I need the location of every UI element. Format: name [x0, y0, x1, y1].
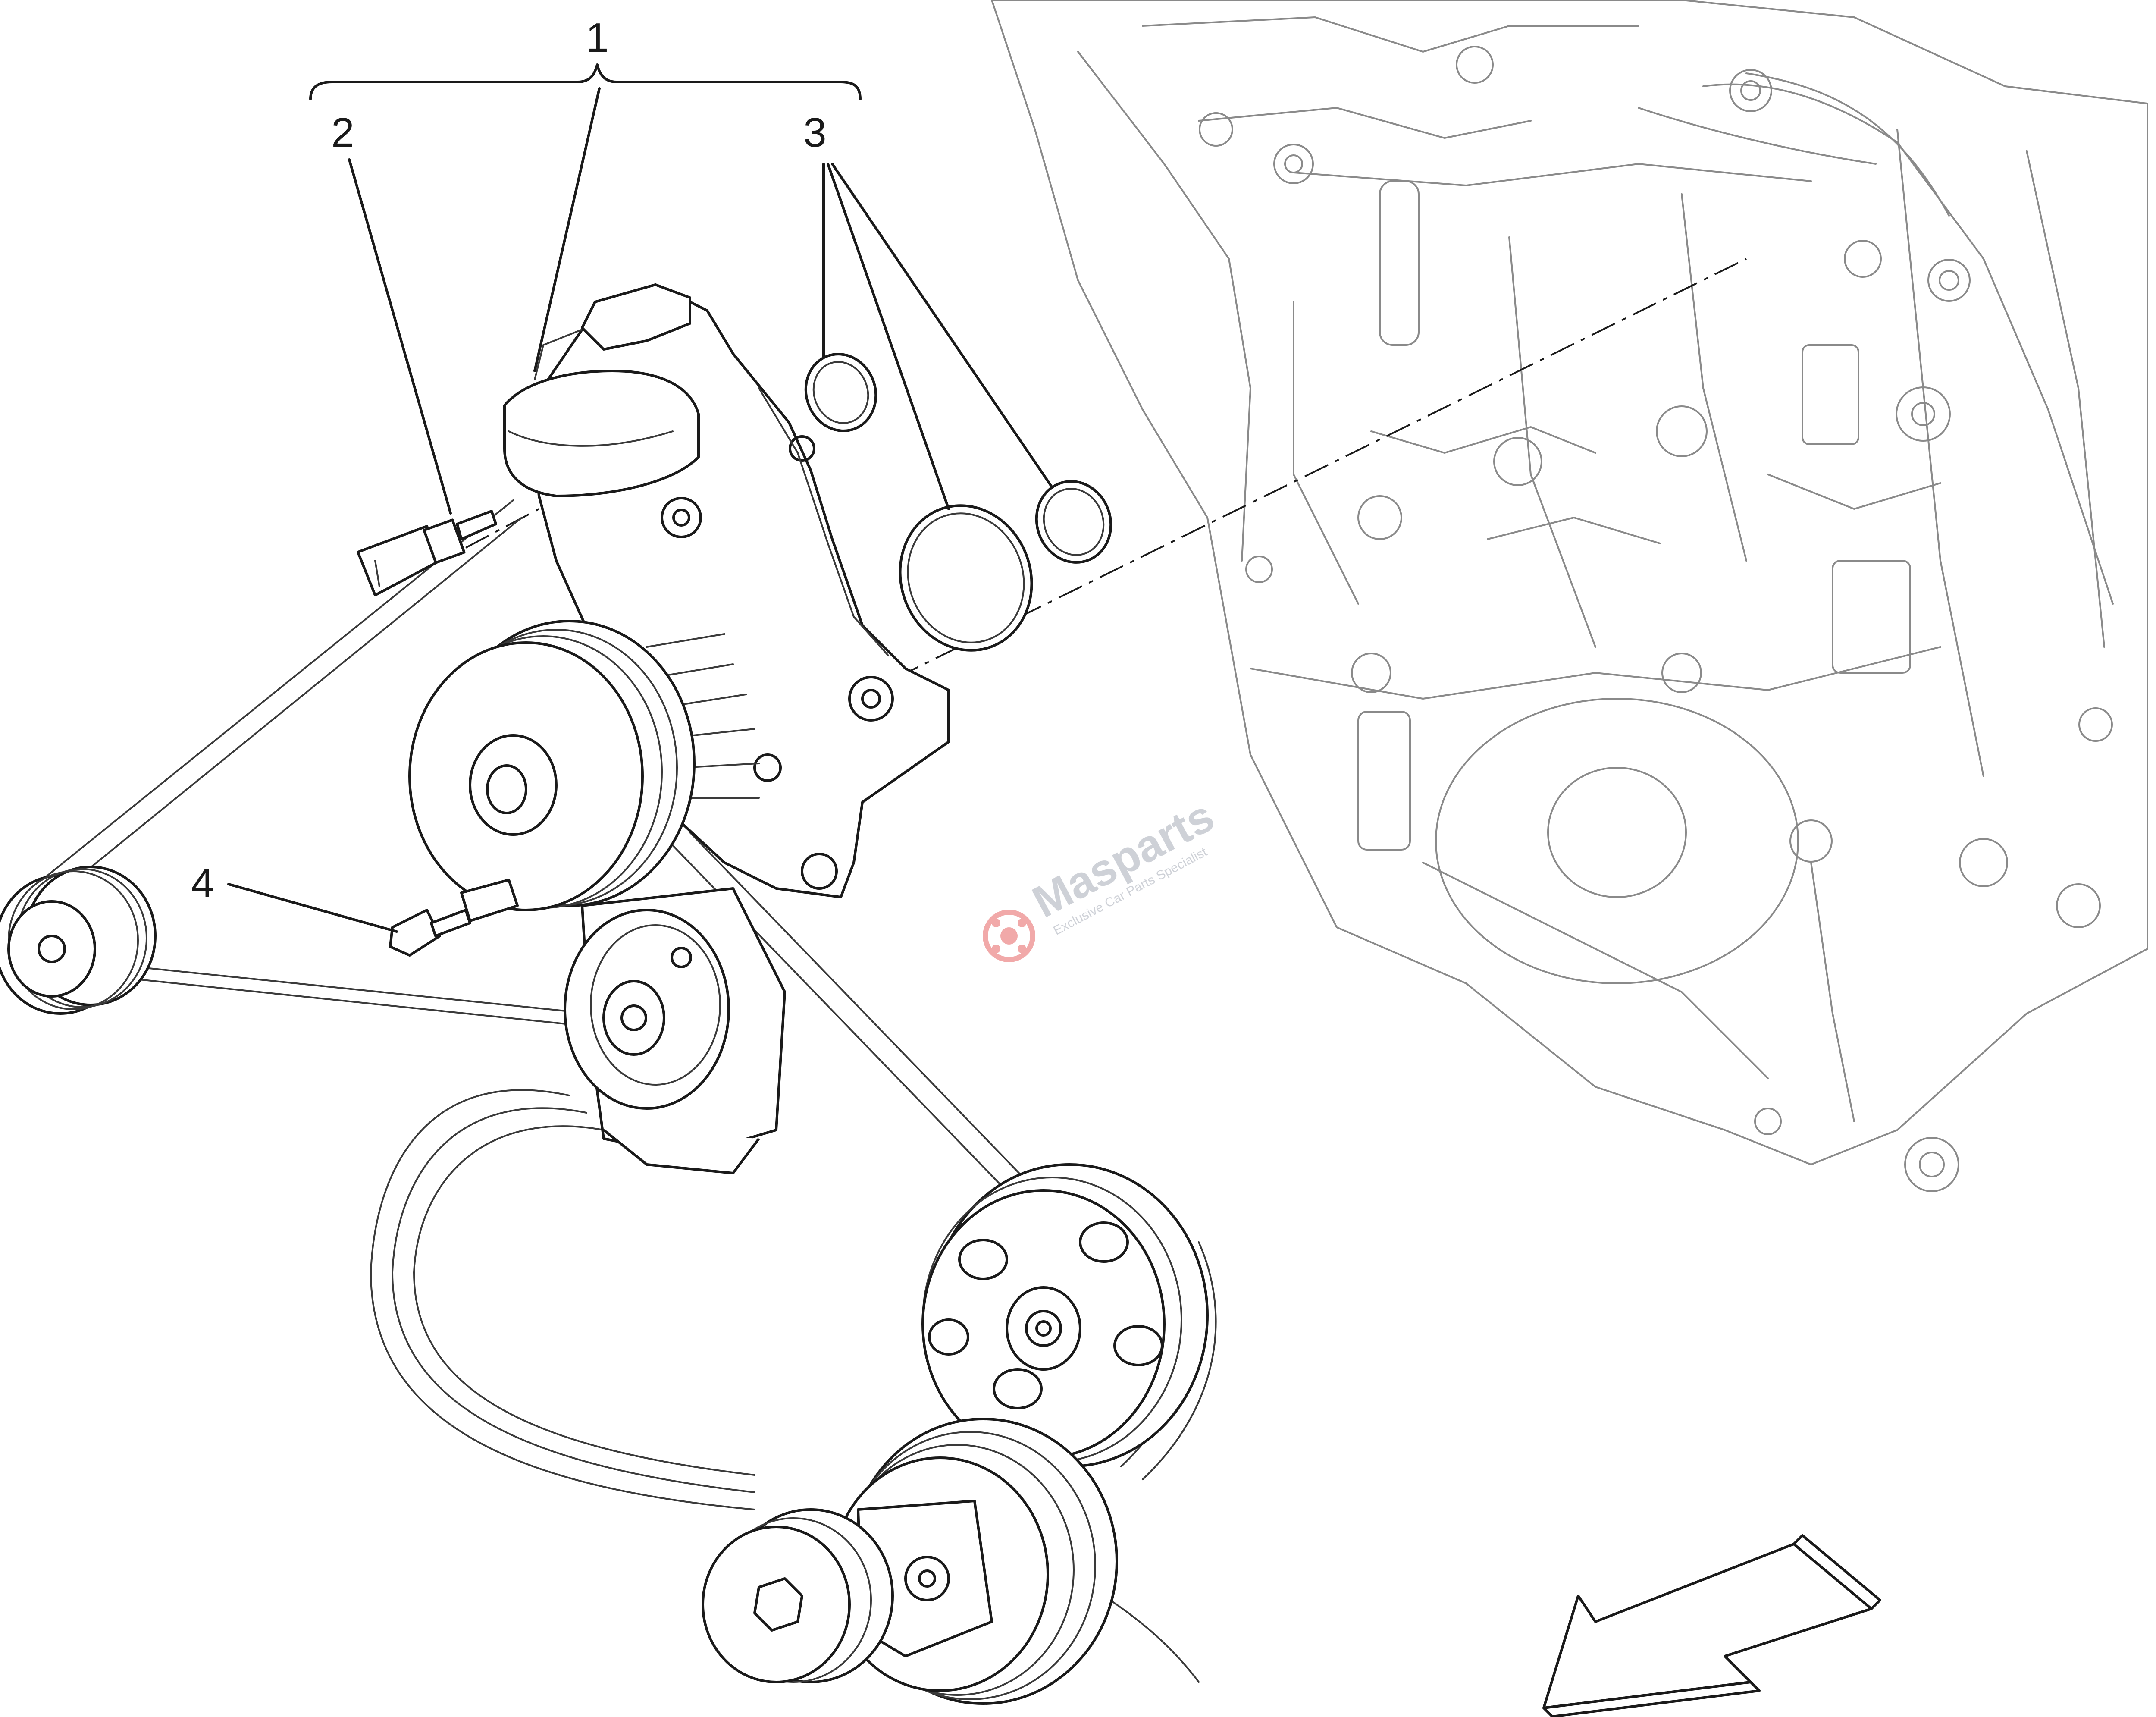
- o-ring-seals: [804, 353, 1112, 652]
- callout-number-1: 1: [586, 15, 608, 61]
- engine-block: [990, 0, 2148, 1192]
- leader-line-1: [533, 87, 601, 372]
- steering-pump-pulley: [921, 1163, 1209, 1468]
- sensor-axis-line: [465, 508, 539, 549]
- leader-line-4: [227, 883, 398, 933]
- mounting-bolt: [389, 879, 519, 957]
- callout-bracket-1: [309, 63, 862, 100]
- left-idler-pulley: [0, 866, 157, 1015]
- direction-arrow: [1542, 1534, 1881, 1717]
- leader-line-2: [348, 158, 452, 515]
- lower-idler-pulley: [702, 1508, 894, 1683]
- leader-line-3b: [827, 163, 950, 510]
- callout-number-4: 4: [191, 860, 214, 906]
- assembly-axis-line: [853, 258, 1747, 700]
- watermark-logo-icon: [983, 910, 1035, 962]
- callout-number-3: 3: [803, 110, 826, 156]
- water-pump-pulley: [408, 620, 696, 911]
- coolant-temperature-sensor: [357, 510, 497, 596]
- callout-number-2: 2: [331, 110, 354, 156]
- belt-tensioner: [564, 887, 786, 1174]
- leader-line-3c: [831, 163, 1053, 489]
- watermark: Masparts Exclusive Car Parts Specialist: [983, 791, 1222, 962]
